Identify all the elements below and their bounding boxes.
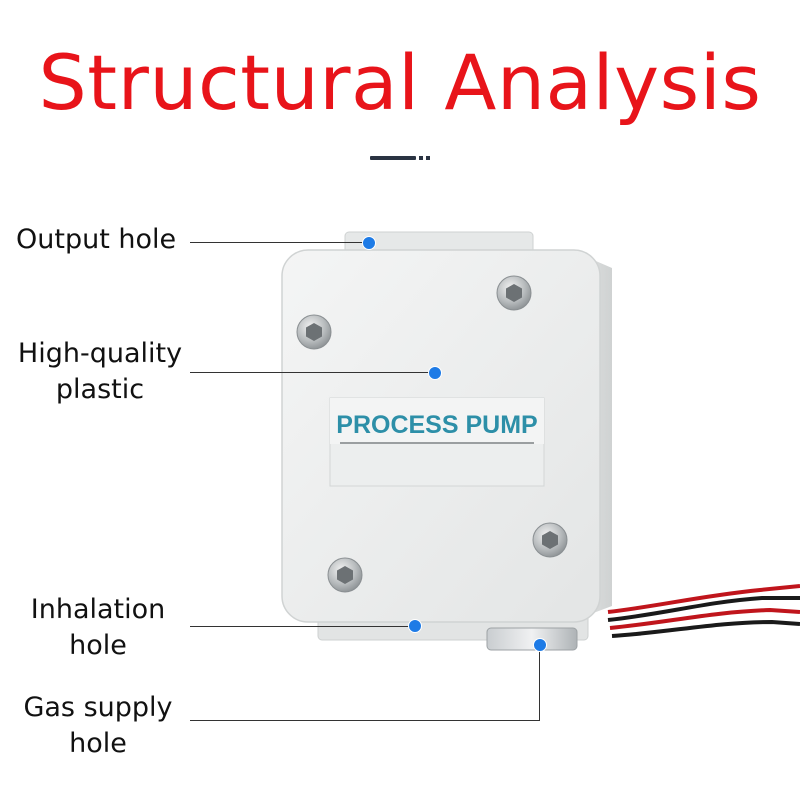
callout-gas-label: Gas supply hole [23,692,173,759]
screw-icon [296,314,332,350]
screw-icon [496,275,532,311]
callout-plastic-marker [428,366,442,380]
plate-text: PROCESS PUMP [336,411,537,439]
callout-output-line [190,242,368,243]
callout-gas-line [190,720,539,721]
callout-plastic-label: High-quality plastic [17,338,183,405]
callout-gas-vertical [539,648,540,721]
callout-output-label: Output hole [16,224,177,255]
screw-icon [532,522,568,558]
callout-plastic-line [190,372,434,373]
callout-inhalation-label: Inhalation hole [30,594,166,661]
page-title: Structural Analysis [38,38,762,127]
callout-output-marker [362,236,376,250]
callout-inhalation-marker [408,619,422,633]
screw-icon [327,557,363,593]
callout-gas-marker [533,638,547,652]
title-decoration [370,156,434,162]
callout-inhalation-line [190,626,414,627]
